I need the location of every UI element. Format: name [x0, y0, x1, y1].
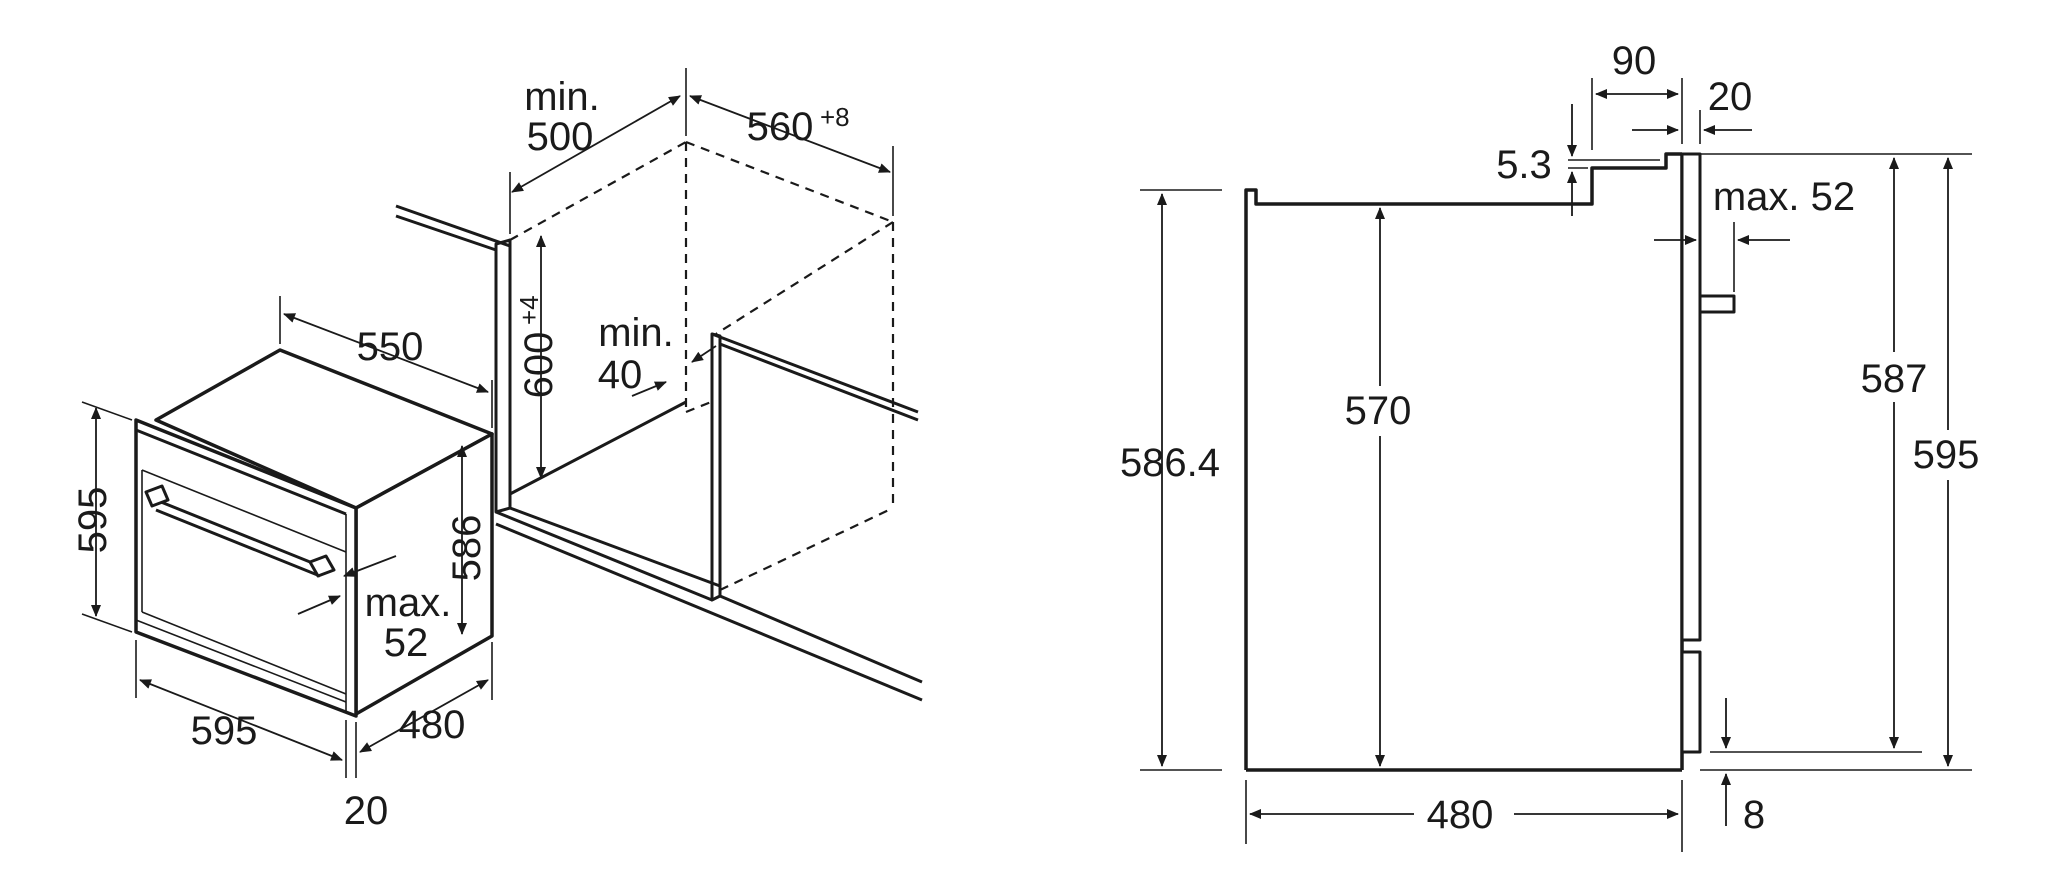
cabinet-panels [395, 204, 923, 702]
gap-min-line2: 40 [598, 353, 643, 397]
side-front-height-total-label: 595 [1913, 433, 1980, 477]
body-height-label: 586 [445, 515, 489, 582]
oven-width-label: 595 [191, 709, 258, 753]
niche-outline [509, 140, 895, 591]
handle-max-line1: max. [365, 581, 452, 625]
cabinet-depth-min-line1: min. [524, 75, 600, 119]
side-front-thickness-label: 20 [1708, 75, 1753, 119]
isometric-view: min. 500 560 +8 600 +4 min. 40 550 595 [71, 68, 923, 833]
oven-height-label: 595 [71, 487, 115, 554]
side-front-height-inner-label: 587 [1861, 357, 1928, 401]
niche-height-base: 600 [517, 332, 561, 399]
side-body-outline [1244, 152, 1684, 772]
side-total-height-rear-label: 586.4 [1120, 441, 1220, 485]
oven-handle [144, 484, 336, 578]
oven-body [134, 348, 494, 718]
side-body-depth-label: 480 [1427, 793, 1494, 837]
side-handle-max-label: max. 52 [1713, 175, 1855, 219]
side-door-outline [1680, 152, 1736, 754]
side-bottom-gap-label: 8 [1743, 793, 1765, 837]
side-top-offset-label: 90 [1612, 39, 1657, 83]
oven-depth-label: 550 [357, 325, 424, 369]
niche-height-tolerance: +4 [514, 295, 544, 325]
side-inner-height-label: 570 [1345, 389, 1412, 433]
gap-min-line1: min. [598, 311, 674, 355]
cabinet-depth-min-line2: 500 [527, 115, 594, 159]
niche-width-base: 560 [747, 105, 814, 149]
body-depth-label: 480 [399, 703, 466, 747]
side-view: 90 20 5.3 max. 52 586.4 570 587 595 480 [1120, 39, 1994, 852]
handle-max-line2: 52 [384, 621, 429, 665]
front-thickness-label: 20 [344, 789, 389, 833]
niche-width-tolerance: +8 [820, 102, 850, 132]
side-step-height-label: 5.3 [1496, 143, 1552, 187]
